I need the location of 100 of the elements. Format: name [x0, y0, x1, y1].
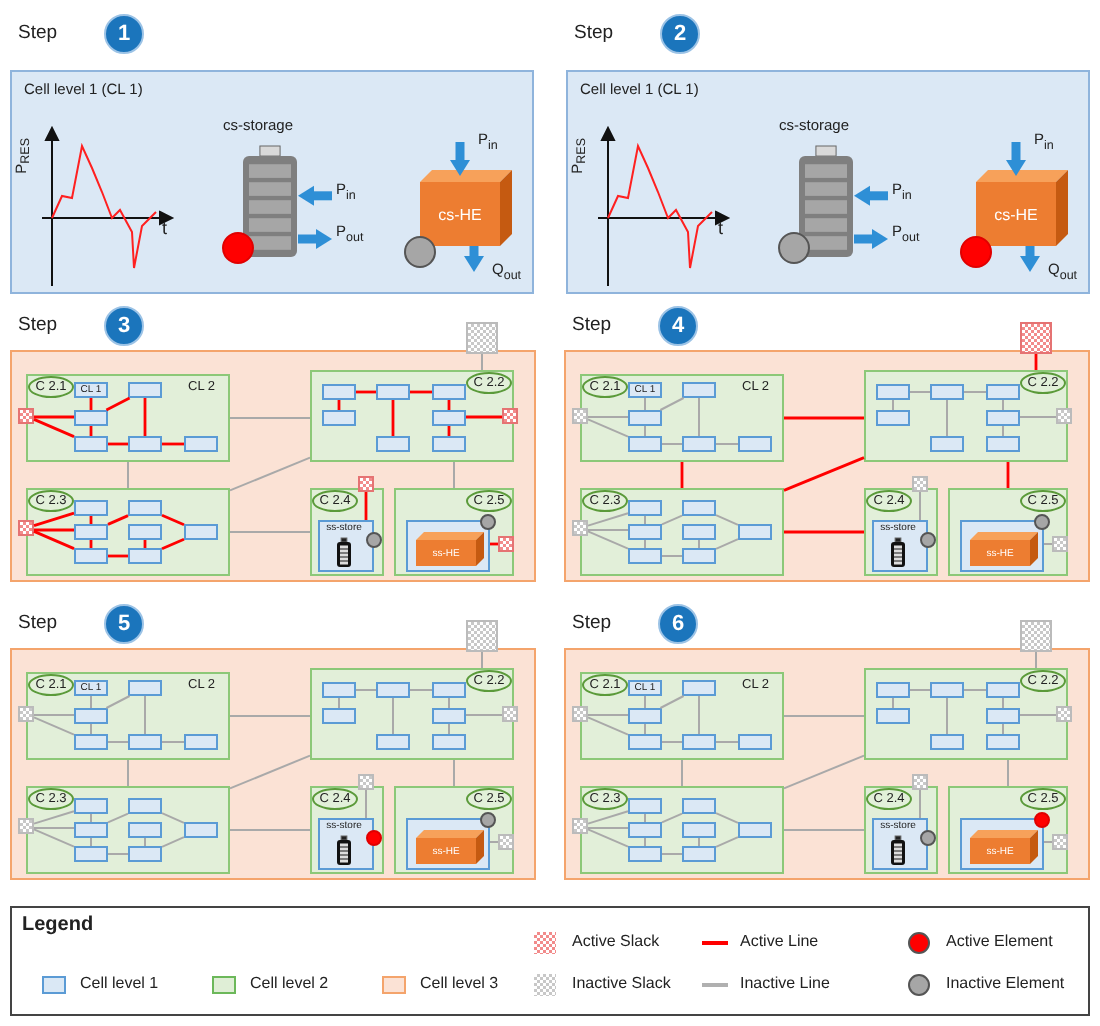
cell-block	[432, 410, 466, 426]
cell-block	[128, 680, 162, 696]
axis-label: t	[162, 220, 168, 238]
connector-line	[644, 397, 646, 411]
connector-line	[229, 754, 311, 790]
slack-square	[1052, 536, 1068, 552]
slack-square	[18, 818, 34, 834]
slack-square	[1056, 706, 1072, 722]
connector-line	[447, 426, 451, 436]
slack-square	[18, 706, 34, 722]
cell-block	[738, 524, 772, 540]
cell-block	[628, 410, 662, 426]
connector-line	[448, 723, 450, 735]
connector-line	[783, 715, 865, 717]
cell-block	[682, 548, 716, 564]
connector-line	[365, 789, 367, 819]
connector-line	[107, 853, 129, 855]
connector-line	[644, 813, 646, 823]
connector-line	[661, 741, 683, 743]
flow-arrow	[450, 142, 470, 176]
legend-title: Legend	[22, 916, 94, 936]
legend-label: Active Element	[946, 934, 1053, 950]
cluster-panel	[394, 488, 514, 576]
connector-line	[909, 689, 931, 691]
connector-line	[661, 812, 683, 824]
cell-block	[628, 708, 662, 724]
cell-block	[376, 682, 410, 698]
connector-line	[919, 491, 921, 521]
connector-line	[89, 516, 93, 524]
slack-square	[572, 520, 588, 536]
connector-line	[661, 555, 683, 557]
flow-arrow	[298, 229, 332, 249]
connector-line	[144, 695, 146, 735]
cell-block	[128, 846, 162, 862]
cell-block	[74, 798, 108, 814]
connector-line	[784, 530, 864, 534]
cell-block	[876, 708, 910, 724]
heat-exchanger-block: cs-HE	[976, 170, 1068, 246]
connector-line	[466, 415, 502, 419]
cell-block	[128, 500, 162, 516]
connector-line	[127, 461, 129, 489]
connector-line	[698, 397, 700, 437]
grid-panel	[564, 350, 1090, 582]
connector-line	[659, 695, 685, 709]
step-number-badge: 4	[658, 306, 698, 346]
connector-line	[448, 697, 450, 709]
cell-block	[376, 384, 410, 400]
storage-cell	[318, 818, 374, 870]
step-label: Step	[18, 24, 58, 43]
cell-block	[628, 734, 662, 750]
cell-panel	[566, 70, 1090, 294]
slack-square	[466, 322, 498, 354]
connector-line	[963, 391, 987, 393]
cell-block	[376, 734, 410, 750]
connector-line	[715, 812, 739, 824]
slack-square	[502, 706, 518, 722]
connector-line	[587, 716, 629, 736]
connector-line	[681, 759, 683, 787]
cell-block	[930, 734, 964, 750]
connector-line	[229, 715, 311, 717]
connector-line	[90, 723, 92, 735]
cell-panel	[10, 70, 534, 294]
cell-block	[128, 436, 162, 452]
cluster-panel	[864, 786, 938, 874]
legend-label: Cell level 1	[80, 976, 159, 992]
cell-block	[432, 436, 466, 452]
connector-line	[108, 554, 128, 558]
connector-line	[90, 813, 92, 823]
cluster-panel	[26, 672, 230, 760]
connector-line	[1034, 354, 1038, 370]
cell-block	[376, 436, 410, 452]
connector-line	[892, 399, 894, 411]
element-dot	[920, 830, 936, 846]
slack-square	[912, 774, 928, 790]
connector-line	[89, 398, 93, 410]
connector-line	[1035, 651, 1037, 669]
connector-line	[1002, 399, 1004, 411]
connector-line	[229, 417, 311, 419]
connector-line	[946, 697, 948, 735]
connector-line	[161, 812, 185, 824]
flow-arrow	[298, 185, 332, 206]
legend-label: Inactive Element	[946, 976, 1065, 992]
connector-line	[489, 841, 499, 843]
connector-line	[481, 651, 483, 669]
slack-square	[912, 476, 928, 492]
cell-block	[876, 410, 910, 426]
connector-line	[587, 714, 629, 716]
cell-block	[74, 500, 108, 516]
connector-line	[107, 812, 129, 824]
connector-line	[89, 426, 93, 436]
cell-block	[184, 734, 218, 750]
connector-line	[108, 442, 128, 446]
slack-square	[502, 408, 518, 424]
cell-block	[322, 410, 356, 426]
cluster-panel	[580, 672, 784, 760]
element-dot	[920, 532, 936, 548]
cluster-panel	[948, 786, 1068, 874]
cluster-panel	[864, 370, 1068, 462]
element-dot	[222, 232, 254, 264]
connector-line	[661, 514, 683, 526]
